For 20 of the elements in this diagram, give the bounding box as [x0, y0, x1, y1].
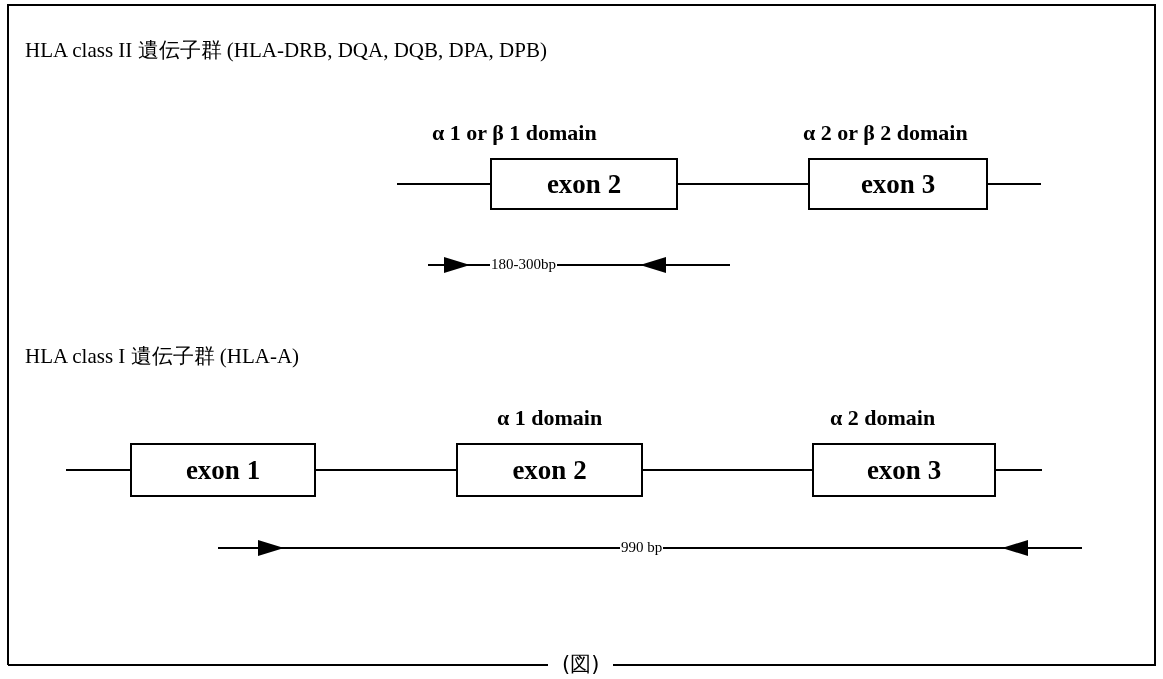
exon-box: exon 1 — [130, 443, 316, 497]
exon-box: exon 2 — [490, 158, 678, 210]
gene-line — [396, 183, 491, 185]
exon-box: exon 3 — [808, 158, 988, 210]
gene-line — [65, 469, 131, 471]
gene-line — [677, 183, 809, 185]
dimension-label: 990 bp — [620, 539, 664, 556]
domain-label: α 1 or β 1 domain — [432, 120, 597, 146]
gene-line — [987, 183, 1042, 185]
gene-line — [315, 469, 457, 471]
gene-line — [995, 469, 1043, 471]
domain-label: α 2 domain — [830, 405, 936, 431]
domain-label: α 1 domain — [497, 405, 603, 431]
dimension-label: 180-300bp — [490, 256, 557, 273]
section-heading: HLA class II 遺伝子群 (HLA-DRB, DQA, DQB, DPA, DPB) — [25, 37, 547, 64]
domain-label: α 2 or β 2 domain — [803, 120, 968, 146]
section-heading: HLA class I 遺伝子群 (HLA-A) — [25, 343, 300, 370]
gene-line — [642, 469, 813, 471]
exon-box: exon 3 — [812, 443, 996, 497]
exon-box: exon 2 — [456, 443, 643, 497]
